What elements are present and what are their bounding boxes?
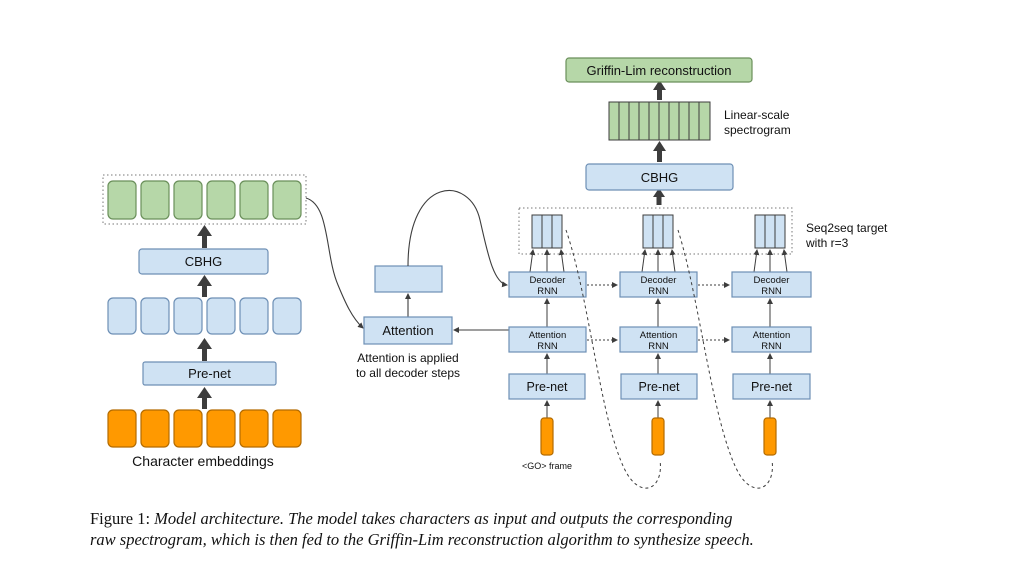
seq2seq-target-line2: with r=3: [805, 236, 849, 250]
encoder-up-arrow: [197, 338, 212, 361]
recurrent-connections: [587, 282, 730, 343]
postnet-cbhg-box: [585, 163, 734, 191]
decoder-prenet-box: [508, 373, 586, 400]
previous-frame-input: [763, 417, 777, 456]
encoder-hidden-state: [272, 297, 302, 335]
decoder-rnn-label-line2: RNN: [537, 286, 558, 297]
encoder-prenet-label: Pre-net: [188, 366, 231, 381]
encoder-hidden-state: [206, 297, 236, 335]
encoder-output-state: [272, 180, 302, 220]
encoder-up-arrow: [197, 275, 212, 297]
caption-line2: raw spectrogram, which is then fed to th…: [90, 530, 754, 549]
attention-label: Attention: [382, 323, 433, 338]
encoder-output-dotted-frame: [102, 174, 307, 225]
output-frame-group: [642, 214, 674, 249]
decoder-step-1: Decoder RNN Attention RNN Pre-net <GO> f…: [508, 214, 587, 471]
attention-rnn-label-line2: RNN: [648, 341, 669, 352]
output-frame-group: [754, 214, 786, 249]
attention-note-line1: Attention is applied: [357, 351, 458, 365]
attention-note-line2: to all decoder steps: [356, 366, 460, 380]
attention-rnn-label-line2: RNN: [537, 341, 558, 352]
character-embeddings: [107, 409, 302, 448]
spectrogram-label-line2: spectrogram: [724, 123, 791, 137]
decoder-rnn-label-line2: RNN: [648, 286, 669, 297]
encoder-output-state: [239, 180, 269, 220]
decoder-prenet-label: Pre-net: [527, 380, 569, 394]
attention-rnn-label-line1: Attention: [640, 330, 678, 341]
decoder-rnn-label-line1: Decoder: [754, 275, 790, 286]
encoder-cbhg-label: CBHG: [185, 254, 223, 269]
decoder-step-2: Decoder RNN Attention RNN Pre-net: [619, 214, 698, 456]
decoder-rnn-label-line1: Decoder: [641, 275, 677, 286]
context-to-decoder-connector: [407, 189, 508, 288]
attention-rnn-box: [619, 326, 698, 353]
decoder-rnn-box: [731, 271, 812, 298]
attention-box: [363, 316, 453, 345]
decoder-prenet-box: [732, 373, 811, 400]
autoregressive-feedback: [565, 229, 773, 489]
seq2seq-target-line1: Seq2seq target: [806, 221, 888, 235]
encoder-up-arrow: [197, 387, 212, 409]
figure-caption: Figure 1: Model architecture. The model …: [90, 508, 930, 550]
attention-rnn-label-line1: Attention: [753, 330, 791, 341]
character-embedding: [239, 409, 269, 448]
encoder-hidden-state: [140, 297, 170, 335]
linear-scale-spectrogram: [608, 101, 711, 141]
go-frame-label: <GO> frame: [522, 461, 572, 471]
attention-rnn-label-line2: RNN: [761, 341, 782, 352]
encoder-output-state: [107, 180, 137, 220]
encoder-hidden-states: [107, 297, 302, 335]
encoder-hidden-state: [239, 297, 269, 335]
encoder-output-state: [173, 180, 203, 220]
encoder: CBHG Pre-net: [102, 174, 307, 469]
model-architecture-diagram: CBHG Pre-net: [102, 57, 888, 489]
decoder-rnn-box: [619, 271, 698, 298]
caption-prefix: Figure 1:: [90, 509, 151, 528]
decoder-prenet-box: [620, 373, 698, 400]
encoder-output-state: [206, 180, 236, 220]
character-embedding: [272, 409, 302, 448]
attention-context-box: [374, 265, 443, 293]
attention-rnn-box: [508, 326, 587, 353]
character-embedding: [206, 409, 236, 448]
griffin-lim-box: [565, 57, 753, 83]
character-embedding: [173, 409, 203, 448]
decoder-step-3: Decoder RNN Attention RNN Pre-net: [731, 214, 812, 456]
decoder-rnn-label-line2: RNN: [761, 286, 782, 297]
decoder: Seq2seq target with r=3 Decoder RNN Atte…: [508, 57, 888, 489]
decoder-rnn-label-line1: Decoder: [530, 275, 566, 286]
encoder-hidden-state: [107, 297, 137, 335]
decoder-prenet-label: Pre-net: [639, 380, 681, 394]
encoder-to-attention-connector: [305, 197, 364, 329]
decoder-prenet-label: Pre-net: [751, 380, 793, 394]
encoder-prenet-box: [142, 361, 277, 386]
encoder-output-state: [140, 180, 170, 220]
character-embedding: [107, 409, 137, 448]
attention-rnn-label-line1: Attention: [529, 330, 567, 341]
character-embeddings-label: Character embeddings: [132, 453, 274, 469]
seq2seq-target-dotted-frame: [518, 207, 793, 255]
encoder-output-states: [107, 180, 302, 220]
attention-block: Attention Attention is applied to all de…: [305, 189, 509, 380]
character-embedding: [140, 409, 170, 448]
griffin-lim-label: Griffin-Lim reconstruction: [587, 63, 732, 78]
encoder-hidden-state: [173, 297, 203, 335]
spectrogram-label-line1: Linear-scale: [724, 108, 790, 122]
attention-rnn-box: [731, 326, 812, 353]
previous-frame-input: [651, 417, 665, 456]
encoder-cbhg-box: [138, 248, 269, 275]
caption-line1: Model architecture. The model takes char…: [154, 509, 733, 528]
output-frame-group: [531, 214, 563, 249]
decoder-rnn-box: [508, 271, 587, 298]
go-frame-input: [540, 417, 554, 456]
postnet-cbhg-label: CBHG: [641, 170, 679, 185]
encoder-up-arrow: [197, 225, 212, 248]
